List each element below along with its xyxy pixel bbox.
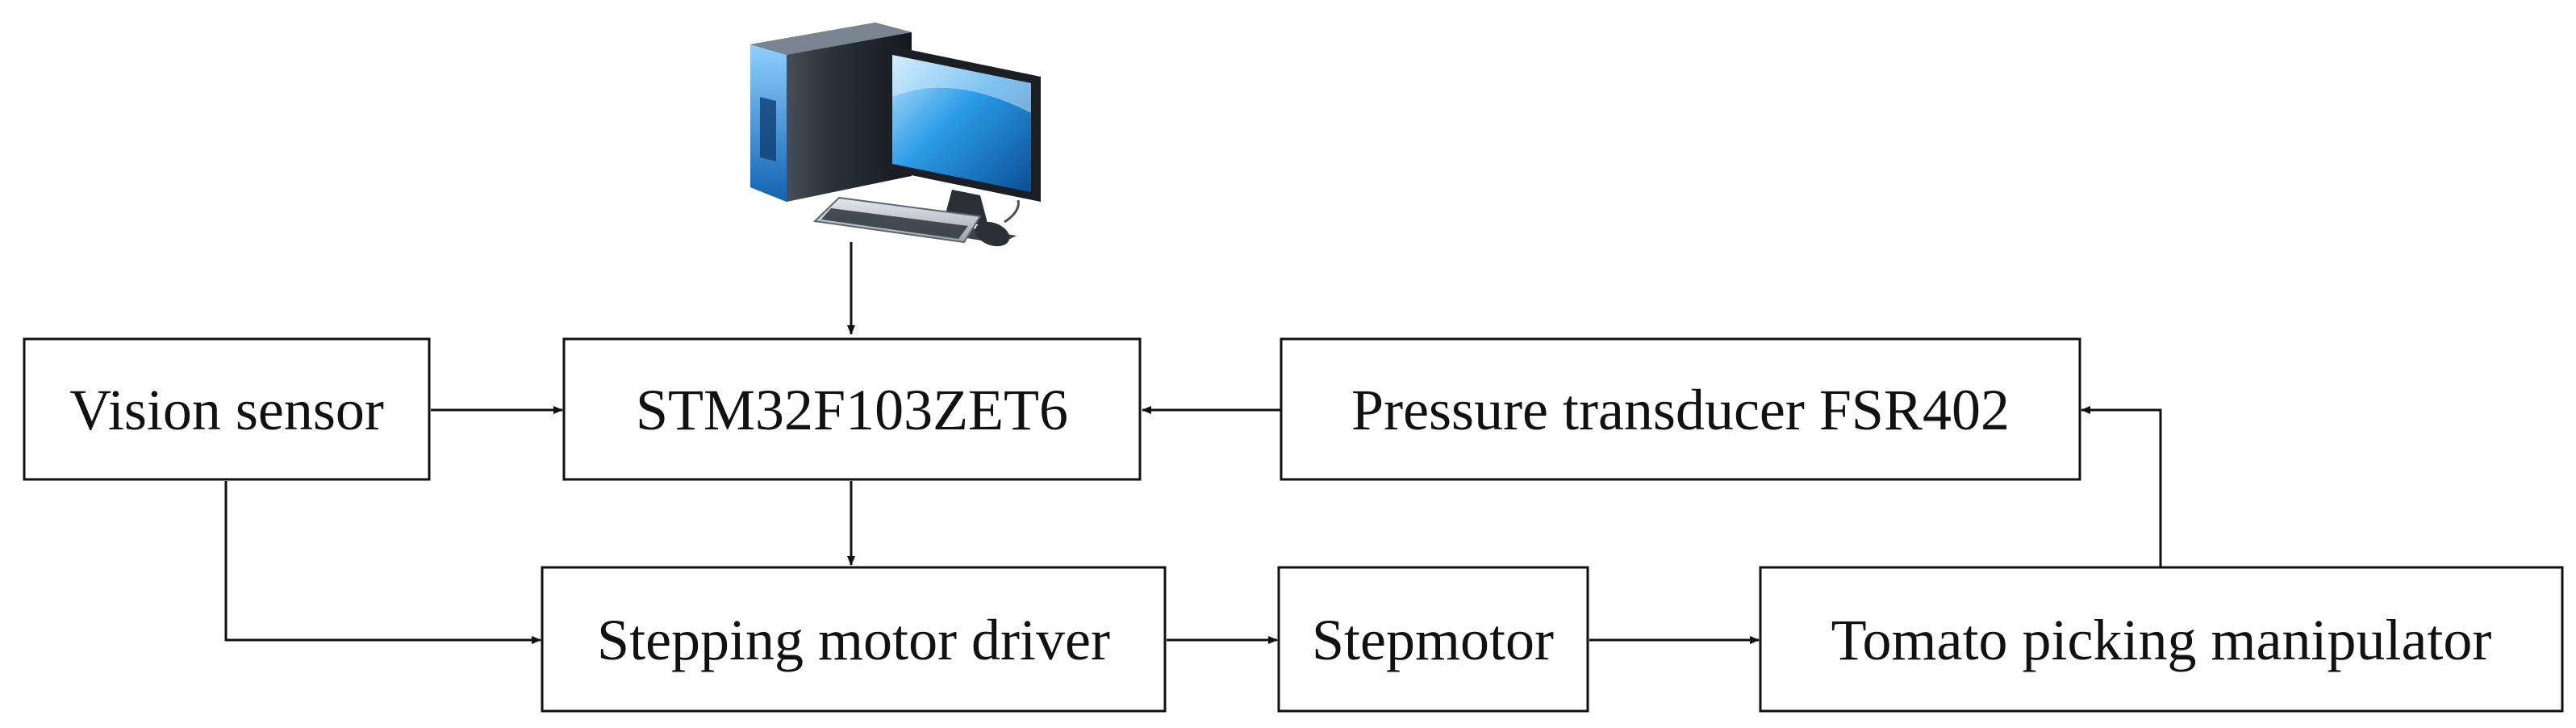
computer-keyboard [812, 196, 982, 244]
vision-sensor-block: Vision sensor [23, 337, 431, 481]
arrow-manipulator-to-pressure [2081, 406, 2162, 567]
desktop-computer-icon [750, 23, 1041, 247]
computer-mouse [975, 199, 1020, 247]
computer-tower [750, 23, 912, 202]
vision-sensor-label: Vision sensor [69, 378, 384, 442]
pressure-transducer-label: Pressure transducer FSR402 [1351, 378, 2010, 442]
manipulator-block: Tomato picking manipulator [1759, 566, 2564, 713]
pressure-transducer-block: Pressure transducer FSR402 [1280, 337, 2081, 481]
motor-driver-label: Stepping motor driver [597, 608, 1110, 672]
motor-driver-block: Stepping motor driver [541, 566, 1167, 713]
manipulator-label: Tomato picking manipulator [1831, 608, 2492, 672]
stepmotor-block: Stepmotor [1277, 566, 1589, 713]
mcu-block: STM32F103ZET6 [562, 337, 1142, 481]
mcu-label: STM32F103ZET6 [636, 378, 1068, 442]
stepmotor-label: Stepmotor [1312, 608, 1554, 672]
arrow-vision-to-driver [224, 481, 541, 644]
